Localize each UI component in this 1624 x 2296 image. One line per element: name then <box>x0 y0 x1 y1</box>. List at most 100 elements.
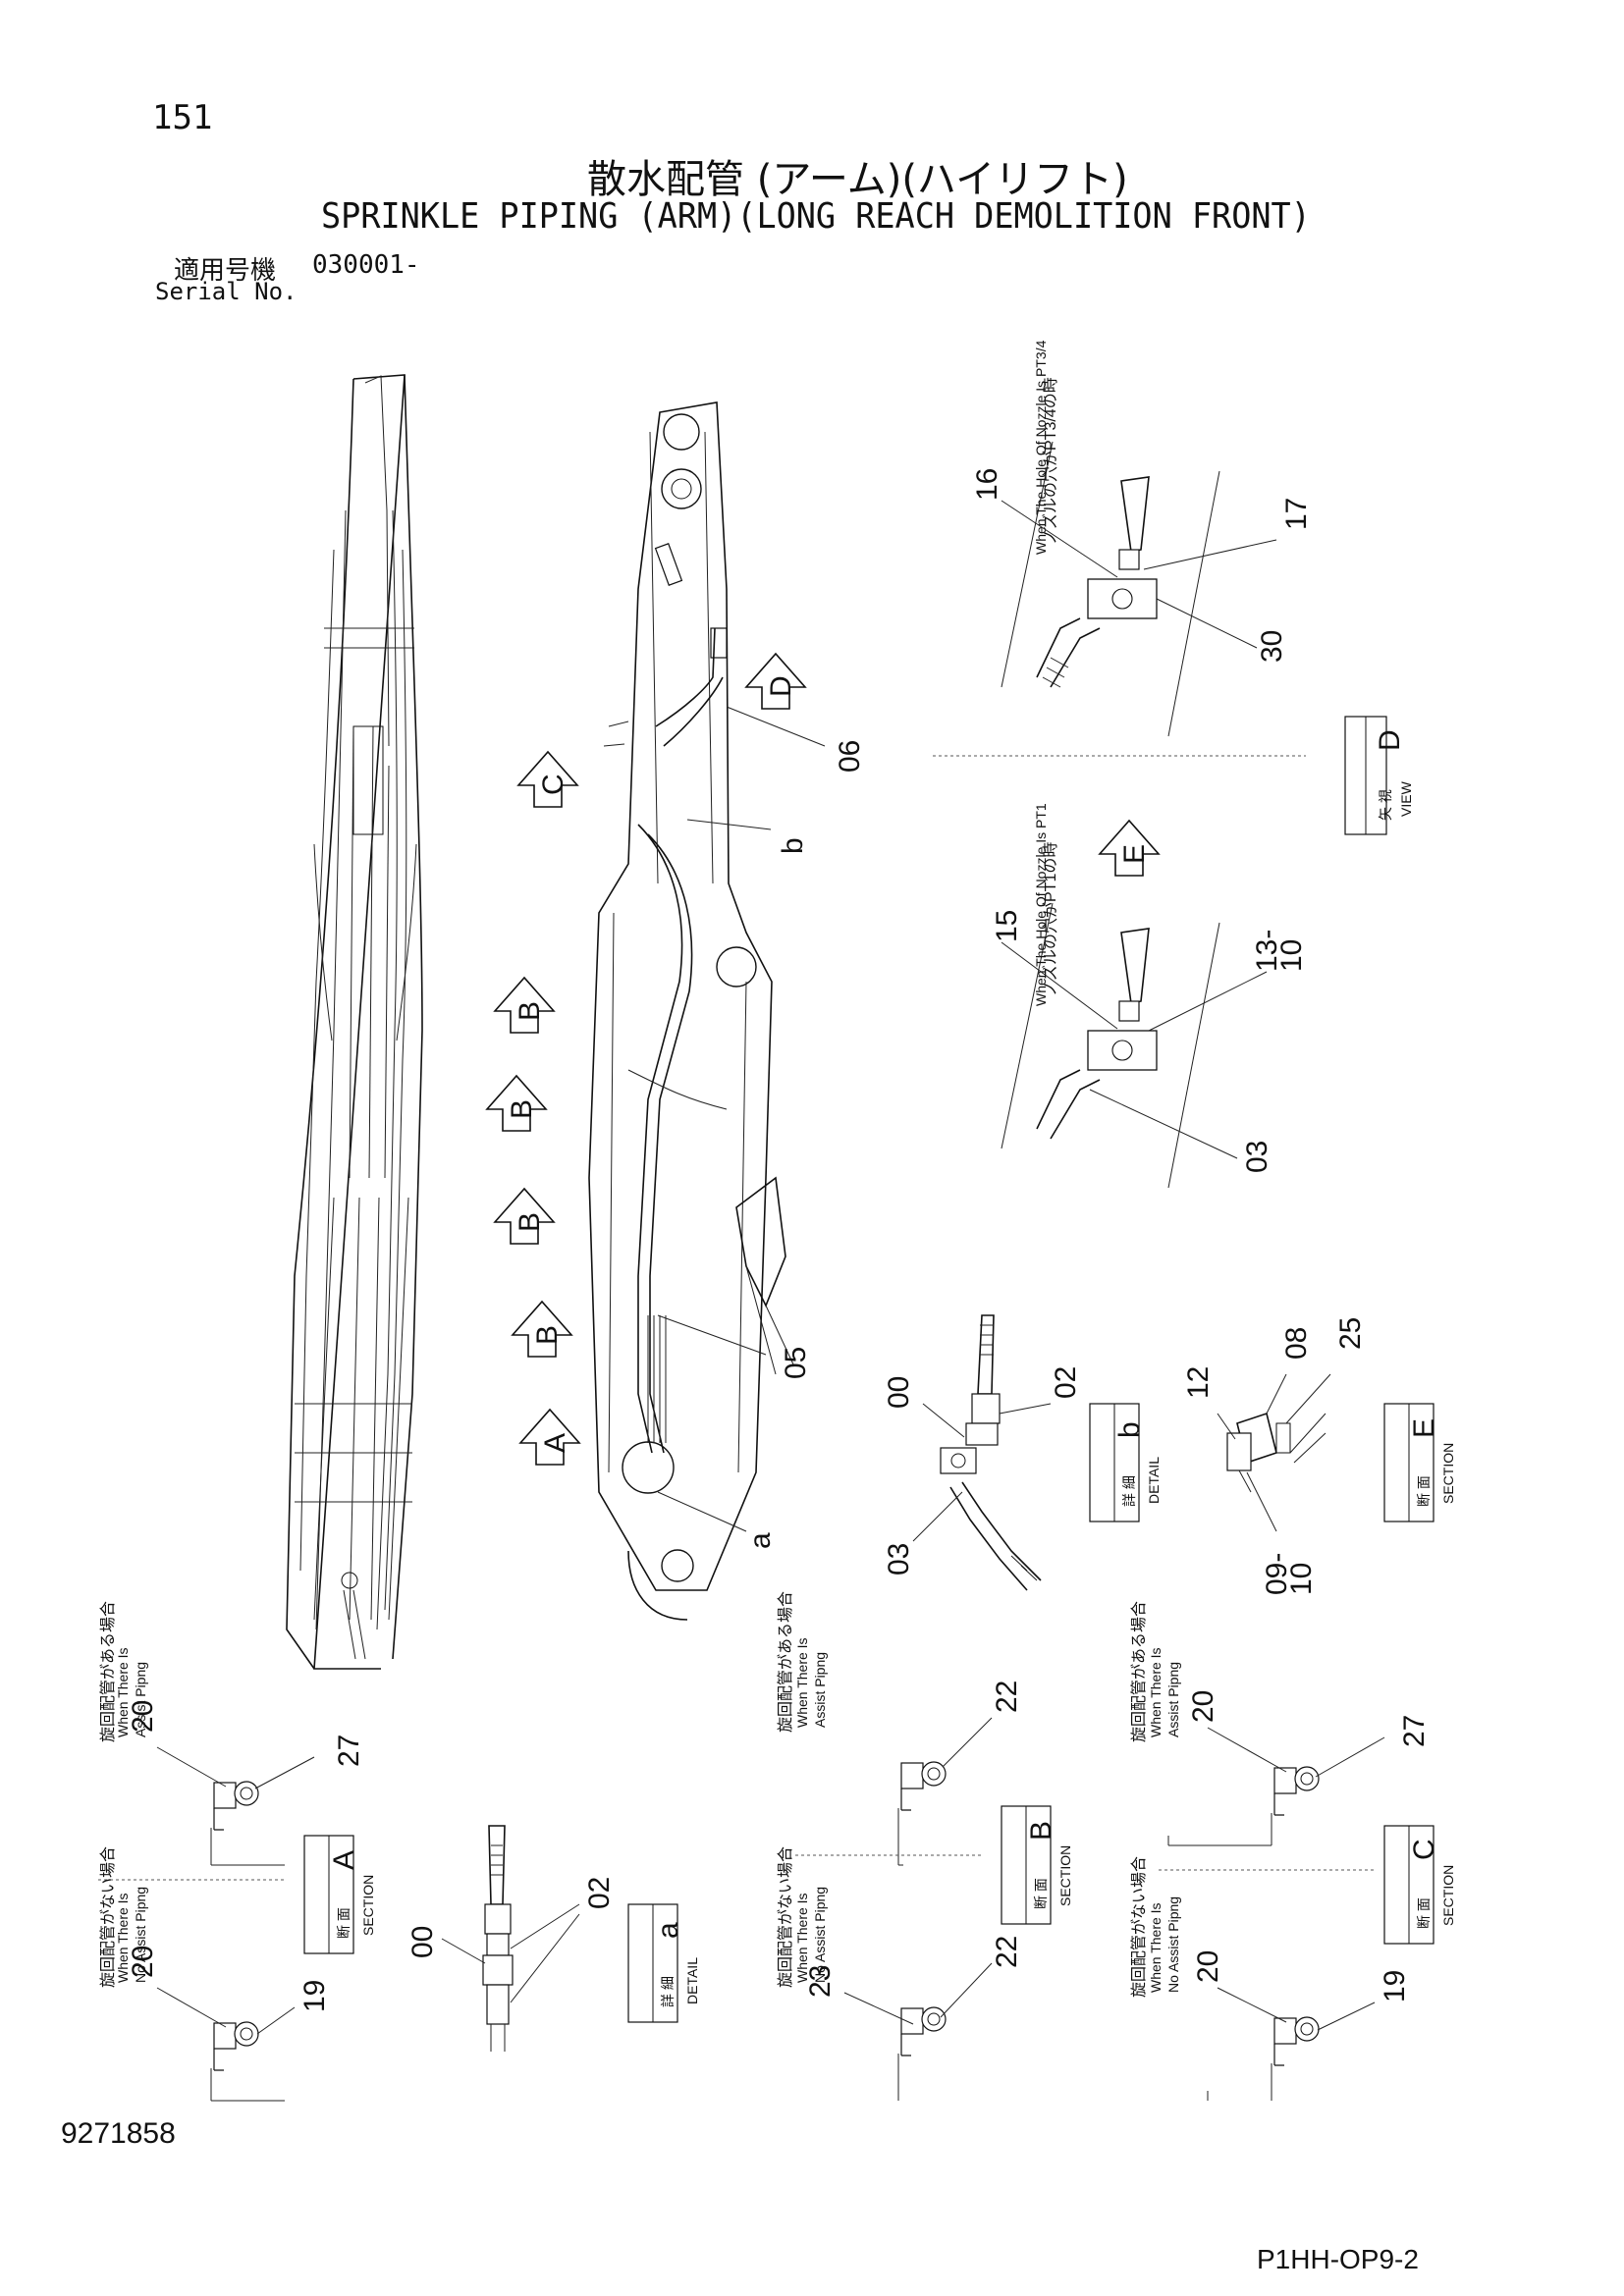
view-marker-c: C <box>517 751 578 808</box>
arm-top-view <box>588 401 794 1621</box>
svg-text:No Assist Pipng: No Assist Pipng <box>133 1887 148 1983</box>
svg-text:矢 視: 矢 視 <box>1378 789 1393 821</box>
svg-text:02: 02 <box>1050 1366 1082 1399</box>
svg-text:ノズルの穴がPT3/4の時: ノズルの穴がPT3/4の時 <box>1042 377 1059 545</box>
svg-text:10: 10 <box>1285 1563 1318 1595</box>
svg-text:DETAIL: DETAIL <box>684 1957 700 2004</box>
section-c: 旋回配管がある場合 When There Is Assist Pipng 20 … <box>1130 1601 1456 2101</box>
section-e: 12 08 25 09- 10 断 面 SECTION E <box>1182 1317 1456 1595</box>
svg-text:B: B <box>506 1099 538 1119</box>
detail-b: 00 02 03 詳 細 DETAIL b <box>883 1314 1162 1591</box>
svg-text:02: 02 <box>583 1877 616 1909</box>
svg-text:20: 20 <box>1187 1690 1219 1723</box>
page-code: P1HH-OP9-2 <box>1257 2244 1419 2274</box>
svg-text:10: 10 <box>1275 939 1308 972</box>
svg-text:B: B <box>1025 1821 1057 1841</box>
svg-text:VIEW: VIEW <box>1398 780 1414 817</box>
svg-text:SECTION: SECTION <box>360 1875 376 1936</box>
svg-text:断 面: 断 面 <box>1416 1897 1432 1929</box>
svg-text:09-: 09- <box>1261 1553 1293 1595</box>
page-number: 151 <box>152 98 213 137</box>
svg-text:No Assist Pipng: No Assist Pipng <box>812 1887 828 1983</box>
svg-text:When There Is: When There Is <box>115 1893 131 1983</box>
svg-text:27: 27 <box>1398 1715 1431 1747</box>
svg-text:SECTION: SECTION <box>1440 1865 1456 1926</box>
detail-a: 00 02 詳 細 DETAIL a <box>406 1825 700 2052</box>
svg-text:A: A <box>539 1433 571 1453</box>
view-marker-b1: B <box>512 1301 572 1358</box>
svg-text:A: A <box>328 1850 360 1870</box>
svg-text:08: 08 <box>1280 1327 1313 1360</box>
detail-d-nozzle-pt34: ノズルの穴がPT3/4の時 When The Hole Of Nozzle Is… <box>933 340 1414 835</box>
svg-text:When There Is: When There Is <box>794 1637 810 1728</box>
svg-text:SECTION: SECTION <box>1440 1443 1456 1504</box>
svg-text:Assist Pipng: Assist Pipng <box>1165 1662 1181 1737</box>
svg-text:C: C <box>1408 1839 1440 1860</box>
svg-text:13-: 13- <box>1251 930 1283 972</box>
svg-text:25: 25 <box>1334 1317 1367 1350</box>
svg-text:03: 03 <box>883 1543 915 1575</box>
view-marker-b4: B <box>494 977 555 1034</box>
svg-text:B: B <box>514 1212 546 1232</box>
svg-text:Assist Pipng: Assist Pipng <box>812 1652 828 1728</box>
serial-label-japanese: 適用号機 <box>174 256 277 286</box>
svg-text:20: 20 <box>127 1700 159 1733</box>
svg-text:20: 20 <box>127 1946 159 1978</box>
serial-label-english: Serial No. <box>155 278 298 305</box>
svg-text:When The Hole Of Nozzle Is PT1: When The Hole Of Nozzle Is PT1 <box>1033 803 1049 1006</box>
svg-text:When There Is: When There Is <box>1148 1902 1164 1993</box>
svg-text:15: 15 <box>991 910 1023 942</box>
svg-text:B: B <box>531 1325 564 1345</box>
svg-text:30: 30 <box>1256 630 1288 663</box>
svg-text:C: C <box>537 774 569 795</box>
svg-text:No Assist Pipng: No Assist Pipng <box>1165 1896 1181 1993</box>
svg-text:詳 細: 詳 細 <box>1121 1475 1137 1507</box>
svg-text:27: 27 <box>333 1735 365 1767</box>
svg-text:When There Is: When There Is <box>794 1893 810 1983</box>
svg-text:19: 19 <box>298 1980 331 2012</box>
svg-text:When There Is: When There Is <box>1148 1647 1164 1737</box>
svg-text:When There Is: When There Is <box>115 1647 131 1737</box>
svg-text:B: B <box>514 1001 546 1021</box>
svg-text:断 面: 断 面 <box>1416 1475 1432 1507</box>
svg-text:詳 細: 詳 細 <box>660 1976 676 2007</box>
svg-text:D: D <box>765 675 797 697</box>
svg-text:12: 12 <box>1182 1366 1215 1399</box>
svg-text:D: D <box>1374 729 1406 751</box>
arm-side-view <box>286 374 423 1670</box>
svg-text:06: 06 <box>834 740 866 773</box>
svg-text:旋回配管がある場合: 旋回配管がある場合 <box>777 1591 794 1733</box>
svg-text:22: 22 <box>991 1681 1023 1713</box>
svg-text:断 面: 断 面 <box>336 1907 352 1939</box>
detail-nozzle-pt1: ノズルの穴がPT1の時 When The Hole Of Nozzle Is P… <box>991 803 1308 1189</box>
svg-text:E: E <box>1118 844 1151 864</box>
svg-text:b: b <box>777 837 809 854</box>
section-b: 旋回配管がある場合 When There Is Assist Pipng 22 … <box>777 1591 1073 2101</box>
svg-text:旋回配管がない場合: 旋回配管がない場合 <box>99 1846 117 1988</box>
svg-text:17: 17 <box>1280 498 1313 530</box>
svg-text:旋回配管がない場合: 旋回配管がない場合 <box>1130 1856 1148 1998</box>
svg-text:旋回配管がない場合: 旋回配管がない場合 <box>777 1846 794 1988</box>
callout-b: b <box>686 819 809 854</box>
callout-05: 05 <box>657 1314 812 1379</box>
svg-text:03: 03 <box>1241 1141 1273 1173</box>
svg-text:20: 20 <box>1192 1950 1224 1983</box>
callout-a: a <box>657 1491 777 1549</box>
view-marker-e: E <box>1099 820 1160 877</box>
view-marker-b3: B <box>486 1075 547 1132</box>
svg-text:23: 23 <box>804 1965 837 1998</box>
serial-number: 030001- <box>312 250 420 280</box>
svg-text:E: E <box>1408 1418 1440 1438</box>
svg-text:00: 00 <box>406 1926 439 1958</box>
svg-text:When The Hole Of Nozzle Is PT3: When The Hole Of Nozzle Is PT3/4 <box>1033 340 1049 555</box>
svg-text:旋回配管がある場合: 旋回配管がある場合 <box>99 1601 117 1742</box>
view-marker-a: A <box>519 1409 580 1466</box>
title-japanese: 散水配管 (アーム)(ハイリフト) <box>587 157 1128 202</box>
svg-text:DETAIL: DETAIL <box>1146 1457 1162 1504</box>
svg-text:ノズルの穴がPT1の時: ノズルの穴がPT1の時 <box>1042 842 1059 996</box>
svg-text:a: a <box>744 1532 777 1549</box>
svg-text:Assist Pipng: Assist Pipng <box>133 1662 148 1737</box>
svg-text:00: 00 <box>883 1376 915 1409</box>
